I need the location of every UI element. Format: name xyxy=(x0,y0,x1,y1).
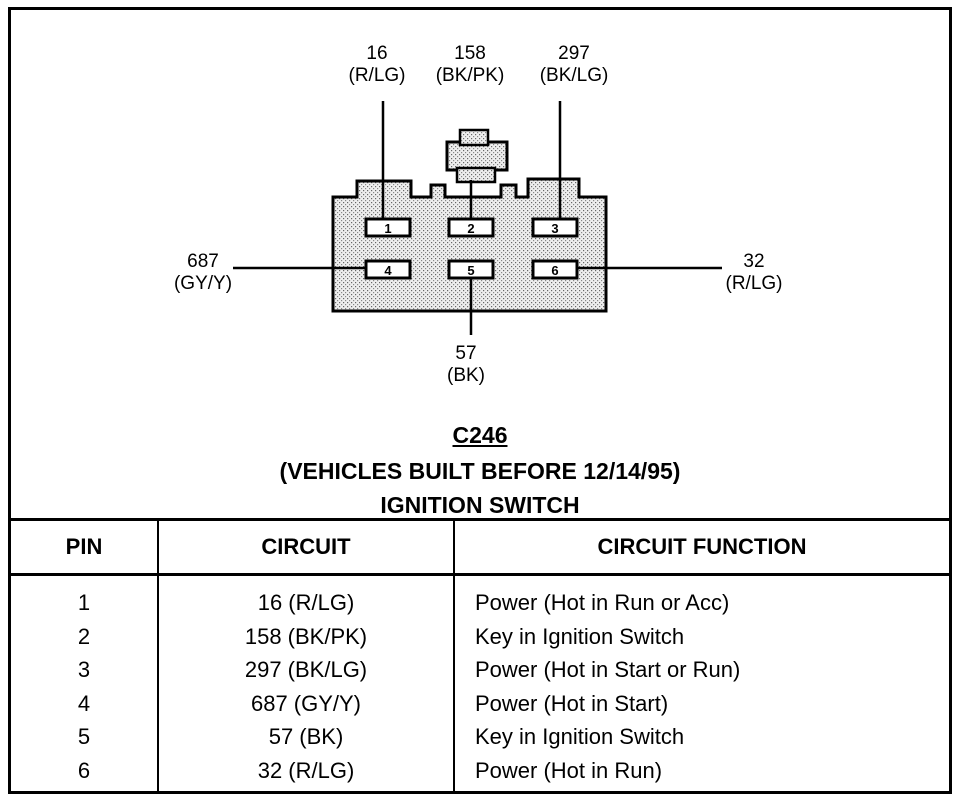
table-cell-circuit: 158 (BK/PK) xyxy=(244,623,368,649)
pin-table: PIN CIRCUIT CIRCUIT FUNCTION 1 2 3 4 5 6… xyxy=(11,518,949,791)
circuit-column: 16 (R/LG) 158 (BK/PK) 297 (BK/LG) 687 (G… xyxy=(157,574,454,791)
wire-color-2: (BK/PK) xyxy=(435,65,505,86)
table-cell-circuit: 57 (BK) xyxy=(268,724,344,749)
table-cell-pin: 2 xyxy=(77,623,91,649)
wire-color-5: (BK) xyxy=(447,365,485,386)
pin-cavity-2: 2 xyxy=(447,217,495,238)
diagram-frame: 1 2 3 4 5 6 16 xyxy=(8,7,952,794)
table-cell-circuit: 32 (R/LG) xyxy=(257,757,355,783)
wire-circuit-5: 57 xyxy=(455,343,477,364)
table-body: 1 2 3 4 5 6 16 (R/LG) 158 (BK/PK) 297 (B… xyxy=(11,574,949,792)
table-cell-function: Power (Hot in Run or Acc) xyxy=(475,590,730,615)
connector-id: C246 xyxy=(452,422,508,448)
pin-cavity-5: 5 xyxy=(447,259,495,280)
wire-label-4: 687 (GY/Y) xyxy=(174,251,232,295)
table-cell-function: Key in Ignition Switch xyxy=(475,724,685,749)
wire-circuit-3: 297 xyxy=(558,43,590,64)
pin-cavity-3: 3 xyxy=(531,217,579,238)
wire-color-4: (GY/Y) xyxy=(173,273,233,294)
header-circuit-function: CIRCUIT FUNCTION xyxy=(453,518,949,576)
connector-diagram: 1 2 3 4 5 6 xyxy=(233,101,722,335)
pin-cavities: 1 2 3 4 5 6 xyxy=(364,217,579,280)
table-cell-circuit: 687 (GY/Y) xyxy=(250,690,362,716)
connector-note: (VEHICLES BUILT BEFORE 12/14/95) xyxy=(279,458,681,484)
svg-text:6: 6 xyxy=(551,263,558,278)
wire-circuit-6: 32 xyxy=(743,251,765,272)
connector-body xyxy=(331,177,608,313)
pin-cavity-4: 4 xyxy=(364,259,412,280)
svg-text:1: 1 xyxy=(384,221,391,236)
table-header-row: PIN CIRCUIT CIRCUIT FUNCTION xyxy=(11,518,949,576)
table-cell-function: Power (Hot in Start) xyxy=(475,690,669,716)
header-circuit: CIRCUIT xyxy=(157,518,454,576)
svg-text:4: 4 xyxy=(384,263,392,278)
wire-circuit-4: 687 xyxy=(187,251,219,272)
table-cell-pin: 4 xyxy=(77,690,91,716)
svg-text:2: 2 xyxy=(467,221,474,236)
wire-circuit-1: 16 xyxy=(366,43,388,64)
pin-cavity-1: 1 xyxy=(364,217,412,238)
table-cell-function: Key in Ignition Switch xyxy=(475,623,685,649)
table-cell-pin: 5 xyxy=(77,724,91,749)
wire-color-6: (R/LG) xyxy=(725,273,783,294)
wire-label-3: 297 (BK/LG) xyxy=(540,43,609,87)
table-cell-pin: 3 xyxy=(77,657,91,682)
wire-color-3: (BK/LG) xyxy=(539,65,609,86)
svg-text:3: 3 xyxy=(551,221,558,236)
table-cell-pin: 6 xyxy=(77,757,91,783)
svg-text:5: 5 xyxy=(467,263,474,278)
wire-lines xyxy=(233,101,722,335)
pin-column: 1 2 3 4 5 6 xyxy=(11,575,158,792)
table-cell-circuit: 16 (R/LG) xyxy=(257,590,355,615)
function-column: Power (Hot in Run or Acc) Key in Ignitio… xyxy=(453,574,949,791)
table-cell-function: Power (Hot in Start or Run) xyxy=(475,657,741,682)
table-cell-function: Power (Hot in Run) xyxy=(475,757,663,783)
header-pin: PIN xyxy=(11,518,158,576)
table-cell-circuit: 297 (BK/LG) xyxy=(244,657,368,682)
connector-latch xyxy=(445,128,509,184)
wire-label-2: 158 (BK/PK) xyxy=(436,43,505,87)
pin-cavity-6: 6 xyxy=(531,259,579,280)
connector-device: IGNITION SWITCH xyxy=(380,492,580,518)
wire-label-1: 16 (R/LG) xyxy=(349,43,406,87)
table-cell-pin: 1 xyxy=(77,590,91,615)
wire-color-1: (R/LG) xyxy=(348,65,406,86)
wire-label-5: 57 (BK) xyxy=(447,343,485,387)
wire-label-6: 32 (R/LG) xyxy=(726,251,783,295)
wire-circuit-2: 158 xyxy=(454,43,486,64)
